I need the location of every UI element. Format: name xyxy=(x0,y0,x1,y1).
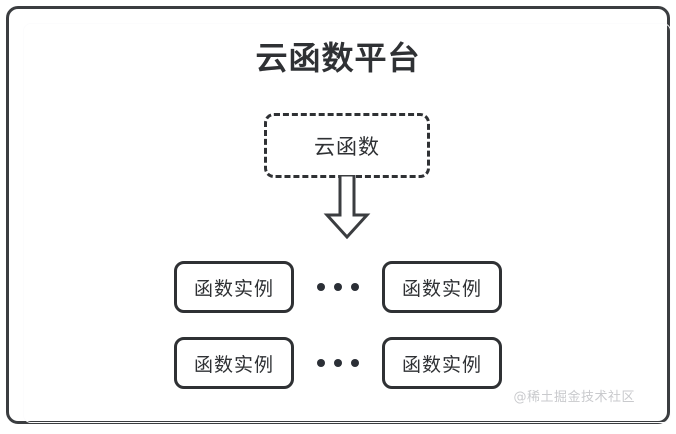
cloud-function-label: 云函数 xyxy=(314,134,380,159)
function-instance-box: 函数实例 xyxy=(174,337,294,389)
function-instance-box: 函数实例 xyxy=(174,261,294,313)
function-instance-box: 函数实例 xyxy=(382,337,502,389)
watermark: @稀土掘金技术社区 xyxy=(513,390,635,405)
function-instance-label: 函数实例 xyxy=(401,277,482,300)
ellipsis-dot xyxy=(351,283,359,291)
cloud-function-platform-frame: 云函数平台 云函数 函数实例 函数实例 函数实例 xyxy=(6,6,671,424)
ellipsis-dot xyxy=(317,359,325,367)
function-instance-label: 函数实例 xyxy=(193,353,274,376)
ellipsis-dot xyxy=(334,359,342,367)
function-instance-label: 函数实例 xyxy=(401,353,482,376)
function-instance-row-2: 函数实例 函数实例 xyxy=(9,337,667,389)
ellipsis-indicator xyxy=(294,261,382,313)
ellipsis-dot xyxy=(351,359,359,367)
ellipsis-dot xyxy=(317,283,325,291)
ellipsis-indicator xyxy=(294,337,382,389)
function-instance-box: 函数实例 xyxy=(382,261,502,313)
function-instance-label: 函数实例 xyxy=(193,277,274,300)
function-instance-row-1: 函数实例 函数实例 xyxy=(9,261,667,313)
cloud-function-node: 云函数 xyxy=(264,113,430,178)
ellipsis-dot xyxy=(334,283,342,291)
page-title: 云函数平台 xyxy=(255,39,421,77)
down-block-arrow-icon xyxy=(322,175,372,239)
